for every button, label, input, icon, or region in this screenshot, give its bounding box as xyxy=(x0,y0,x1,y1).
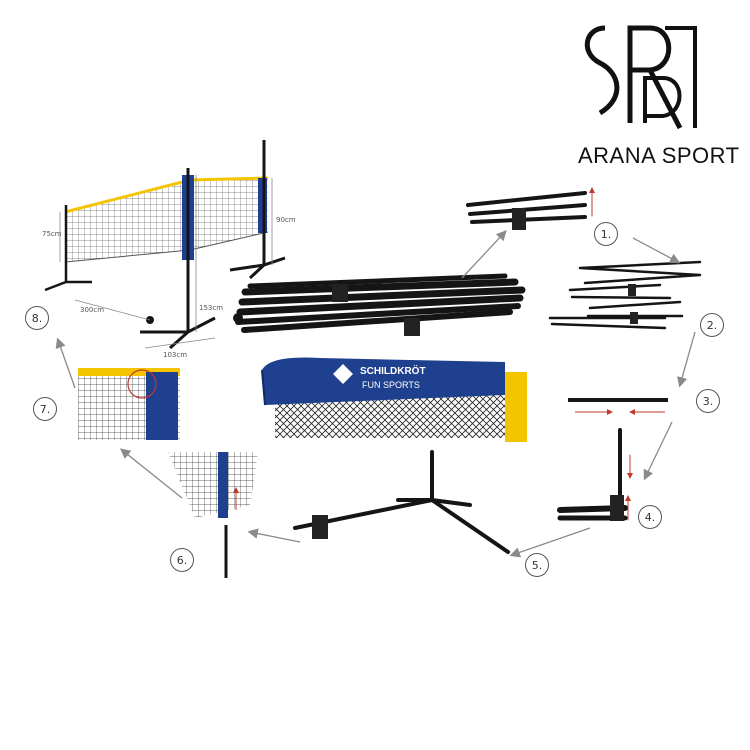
dim-total-height: 153cm xyxy=(199,304,223,312)
ars-monogram-icon xyxy=(584,25,697,130)
step-5-part xyxy=(293,450,510,554)
step-4-label: 4. xyxy=(638,505,662,529)
carry-bag: SCHILDKRÖT FUN SPORTS xyxy=(261,357,527,442)
step-2-part xyxy=(548,260,702,330)
step-6-part xyxy=(168,452,258,578)
dim-base-width: 103cm xyxy=(163,351,187,359)
step-3-label: 3. xyxy=(696,389,720,413)
brand-name: ARANA SPORT xyxy=(578,143,740,168)
step-7-label: 7. xyxy=(33,397,57,421)
dim-net-width: 300cm xyxy=(80,306,104,314)
step-6-label: 6. xyxy=(170,548,194,572)
brand-logo xyxy=(575,18,705,168)
step-4-part xyxy=(557,428,633,521)
step-1-label: 1. xyxy=(594,222,618,246)
flow-arrows xyxy=(55,230,696,558)
bag-line-text: FUN SPORTS xyxy=(362,380,420,390)
dim-net-height: 75cm xyxy=(42,230,62,238)
bag-brand-text: SCHILDKRÖT xyxy=(360,364,426,377)
step-5-label: 5. xyxy=(525,553,549,577)
dim-post-height: 90cm xyxy=(276,216,296,224)
step-2-label: 2. xyxy=(700,313,724,337)
step-1-part xyxy=(466,187,595,230)
folded-frame-bundle xyxy=(233,273,526,336)
step-8-label: 8. xyxy=(25,306,49,330)
step-7-part xyxy=(78,368,180,440)
step-3-part xyxy=(568,398,668,415)
assembled-net: 75cm 90cm 300cm 153cm 103cm xyxy=(42,140,296,359)
